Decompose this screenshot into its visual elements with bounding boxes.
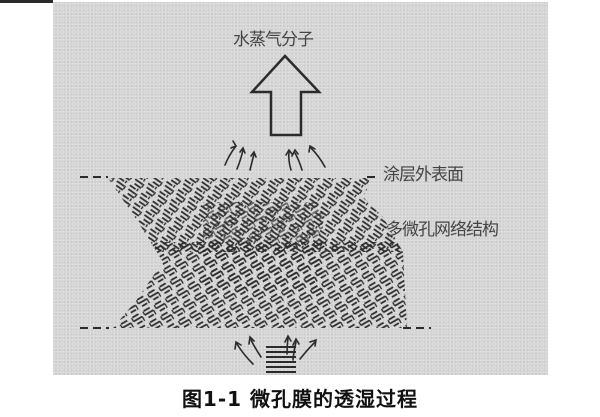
microporous-network-band <box>108 178 407 328</box>
water-source-lines-icon <box>266 346 296 373</box>
microporous-network-label: 多微孔网络结构 <box>386 220 499 240</box>
large-up-arrow-icon <box>249 54 322 137</box>
coating-outer-surface-label: 涂层外表面 <box>383 165 464 185</box>
vapor-escape-arrows-icon <box>224 140 326 171</box>
vapor-entry-arrows-icon <box>234 334 318 365</box>
figure-caption: 图1-1 微孔膜的透湿过程 <box>181 387 419 411</box>
micropore-diagram: 水蒸气分子 涂层外表面 多微孔网络结构 <box>53 2 548 375</box>
top-left-edge-bar <box>0 0 53 3</box>
vapor-molecule-label: 水蒸气分子 <box>233 30 314 50</box>
boundary-dashed-lines <box>80 176 431 329</box>
